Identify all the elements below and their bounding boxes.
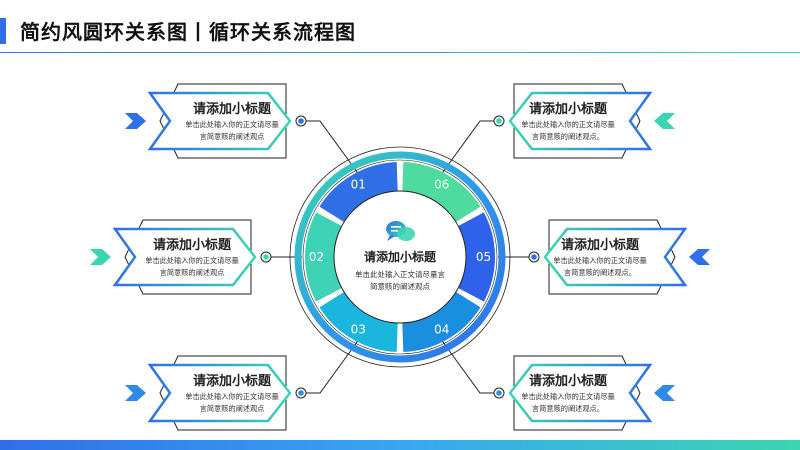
card-title: 请添加小标题 [529, 101, 608, 117]
page-title: 简约风圆环关系图丨循环关系流程图 [20, 20, 356, 44]
segment-06 [402, 162, 481, 223]
card-title: 请添加小标题 [529, 373, 608, 389]
card-body-line1: 单击此处输入你的正文请尽量 [145, 256, 238, 265]
card-right-bottom: 请添加小标题 单击此处输入你的正文请尽量 言简意赅的阐述观点。 [493, 355, 675, 431]
card-body-line2: 言简意赅的阐述观点。 [532, 404, 604, 413]
chat-bubbles-icon [386, 221, 415, 241]
outer-ring [289, 146, 511, 368]
card-body-line1: 单击此处输入你的正文请尽量 [553, 256, 646, 265]
connector-right-bottom [439, 337, 499, 394]
segment-label: 02 [309, 250, 324, 264]
card-right-mid: 请添加小标题 单击此处输入你的正文请尽量 言简意赅的阐述观点。 [528, 219, 710, 295]
segment-04 [402, 291, 481, 352]
card-body-line2: 言简意赅的阐述观点 [200, 404, 265, 413]
card-body-line1: 单击此处输入你的正文请尽量 [521, 392, 614, 401]
chevron-left-icon [689, 249, 710, 265]
title-bar: 简约风圆环关系图丨循环关系流程图 [0, 0, 800, 62]
card-left-bottom: 请添加小标题 单击此处输入你的正文请尽量 言简意赅的阐述观点 [125, 355, 307, 431]
segment-02 [305, 212, 342, 302]
card-left-top: 请添加小标题 单击此处输入你的正文请尽量 言简意赅的阐述观点 [125, 83, 307, 159]
center-title: 请添加小标题 [364, 249, 437, 264]
segment-label: 01 [351, 178, 366, 192]
card-title: 请添加小标题 [153, 237, 232, 253]
card-body-line2: 言简意赅的阐述观点 [200, 132, 265, 141]
card-title: 请添加小标题 [561, 237, 640, 253]
segment-03 [319, 291, 398, 352]
connector-right-top [439, 120, 499, 177]
center-body-line2: 简意赅的阐述观点 [370, 281, 430, 291]
title-accent-bar [0, 18, 6, 44]
chevron-left-icon [654, 385, 675, 401]
segment-label: 06 [434, 178, 449, 192]
connector-left-bottom [301, 337, 361, 394]
chevron-right-icon [125, 113, 146, 129]
connector-left-top [301, 120, 361, 177]
center-body-line1: 单击此处输入正文请尽量言 [355, 269, 445, 279]
segment-05 [458, 212, 496, 302]
segment-outline [302, 159, 498, 355]
card-body-line1: 单击此处输入你的正文请尽量 [185, 392, 278, 401]
segment-label: 04 [434, 322, 449, 336]
segment-ring: 01 02 03 04 05 06 [302, 159, 498, 355]
chevron-right-icon [90, 249, 111, 265]
chevron-right-icon [125, 385, 146, 401]
card-body-line1: 单击此处输入你的正文请尽量 [185, 120, 278, 129]
segment-label: 03 [351, 322, 366, 336]
card-body-line2: 言简意赅的阐述观点 [160, 268, 225, 277]
chevron-left-icon [654, 113, 675, 129]
card-left-mid: 请添加小标题 单击此处输入你的正文请尽量 言简意赅的阐述观点 [90, 219, 272, 295]
center-hub: 请添加小标题 单击此处输入正文请尽量言 简意赅的阐述观点 [333, 190, 467, 324]
card-title: 请添加小标题 [193, 101, 272, 117]
bottom-accent-bar [0, 440, 800, 450]
card-right-top: 请添加小标题 单击此处输入你的正文请尽量 言简意赅的阐述观点。 [493, 83, 675, 159]
segment-label: 05 [476, 250, 491, 264]
card-title: 请添加小标题 [193, 373, 272, 389]
title-divider [0, 52, 800, 53]
card-body-line2: 言简意赅的阐述观点。 [532, 132, 604, 141]
card-body-line1: 单击此处输入你的正文请尽量 [521, 120, 614, 129]
segment-01 [319, 162, 398, 223]
card-body-line2: 言简意赅的阐述观点。 [564, 268, 636, 277]
